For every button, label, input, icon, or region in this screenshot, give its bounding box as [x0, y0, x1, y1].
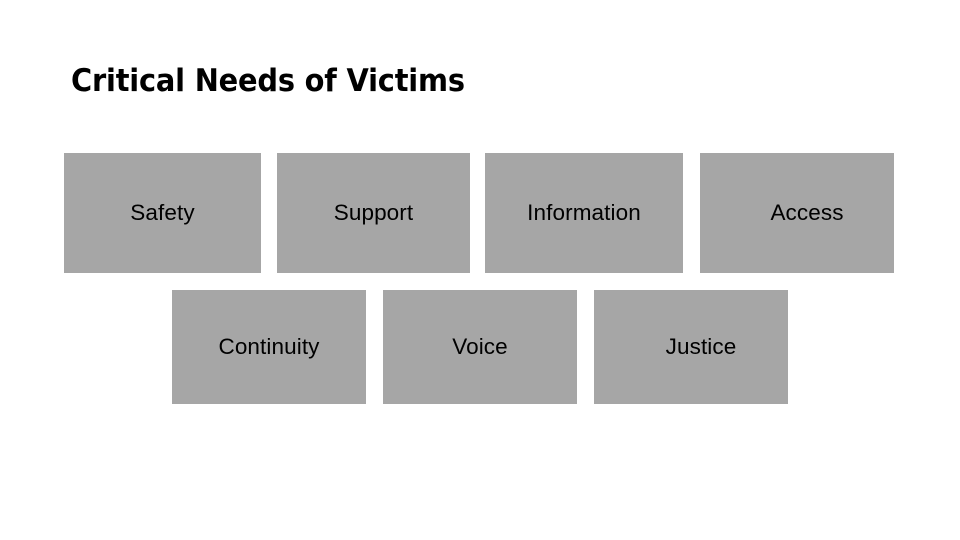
need-box-label: Justice: [665, 333, 737, 359]
need-box-justice[interactable]: Justice: [594, 290, 788, 404]
need-box-label: Support: [333, 199, 414, 225]
need-box-label: Continuity: [218, 333, 320, 359]
need-box-continuity[interactable]: Continuity: [172, 290, 366, 404]
need-box-access[interactable]: Access: [700, 153, 894, 273]
page-title: Critical Needs of Victims: [71, 63, 465, 99]
need-box-label: Voice: [452, 333, 508, 359]
need-box-voice[interactable]: Voice: [383, 290, 577, 404]
need-box-label: Access: [770, 199, 844, 225]
need-box-safety[interactable]: Safety: [64, 153, 261, 273]
need-box-information[interactable]: Information: [485, 153, 683, 273]
need-box-label: Information: [527, 199, 641, 225]
need-box-support[interactable]: Support: [277, 153, 470, 273]
need-box-label: Safety: [130, 199, 195, 225]
